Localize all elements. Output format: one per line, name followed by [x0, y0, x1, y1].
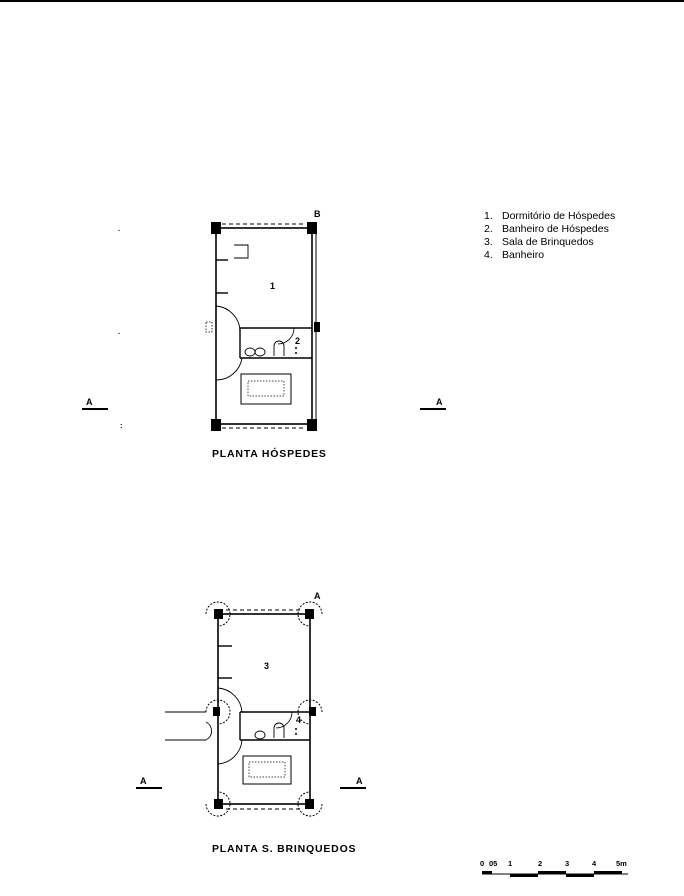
- plan-brinquedos-outline: [218, 614, 310, 804]
- scale-tick-label: 1: [508, 859, 512, 868]
- drain: [295, 347, 297, 349]
- section-cut-right: A: [356, 776, 363, 786]
- closet: [234, 245, 248, 258]
- scale-segment: [566, 874, 594, 877]
- section-mark: A: [314, 591, 321, 601]
- scale-bar: 0 05 1 2 3 4 5m: [480, 859, 628, 877]
- column: [307, 222, 317, 234]
- tick-mark: .: [118, 224, 120, 233]
- section-cut-left: A: [140, 776, 147, 786]
- scale-segment: [538, 871, 566, 874]
- plan-brinquedos: 3 4 A A A: [136, 591, 366, 816]
- legend-label: Banheiro: [502, 249, 544, 261]
- sink: [274, 723, 284, 738]
- room-number-4: 4: [296, 715, 301, 725]
- legend-item: 4.Banheiro: [484, 249, 615, 262]
- plan-hospedes-outline: [216, 228, 312, 424]
- legend-number: 4.: [484, 249, 502, 262]
- drain: [295, 352, 297, 354]
- door-swing: [276, 712, 292, 728]
- section-mark: B: [314, 209, 321, 219]
- table-inner: [249, 762, 285, 777]
- scale-segment: [594, 871, 622, 874]
- legend-label: Banheiro de Hóspedes: [502, 223, 609, 235]
- drain: [295, 728, 297, 730]
- scale-tick-label: 4: [592, 859, 597, 868]
- drain: [295, 733, 297, 735]
- bed: [241, 374, 291, 404]
- plan-hospedes: 1 2 B . . : A A: [82, 209, 446, 431]
- column: [211, 419, 221, 431]
- room-legend: 1.Dormitório de Hóspedes 2.Banheiro de H…: [484, 210, 615, 262]
- column: [307, 419, 317, 431]
- scale-tick-label: 0: [480, 859, 484, 868]
- column: [314, 322, 320, 332]
- legend-item: 2.Banheiro de Hóspedes: [484, 223, 615, 236]
- toilet: [255, 731, 265, 739]
- section-cut-left: A: [86, 397, 93, 407]
- legend-label: Sala de Brinquedos: [502, 236, 594, 248]
- column-dashed: [206, 322, 212, 332]
- door-swing: [206, 722, 212, 740]
- room-number-3: 3: [264, 661, 269, 671]
- toilet: [245, 348, 255, 356]
- door-swing: [218, 688, 242, 712]
- door-swing: [218, 740, 242, 764]
- bidet: [255, 348, 265, 356]
- door-swing: [216, 306, 240, 330]
- room-number-2: 2: [295, 336, 300, 346]
- legend-number: 1.: [484, 210, 502, 223]
- scale-segment: [510, 874, 538, 877]
- scale-tick-label: 5m: [616, 859, 627, 868]
- room-number-1: 1: [270, 281, 275, 291]
- table: [243, 756, 291, 784]
- scale-tick-label: 05: [489, 859, 497, 868]
- legend-number: 3.: [484, 236, 502, 249]
- legend-item: 3.Sala de Brinquedos: [484, 236, 615, 249]
- column: [211, 222, 221, 234]
- legend-item: 1.Dormitório de Hóspedes: [484, 210, 615, 223]
- legend-number: 2.: [484, 223, 502, 236]
- door-swing: [216, 358, 242, 380]
- legend-label: Dormitório de Hóspedes: [502, 210, 615, 222]
- section-cut-right: A: [436, 397, 443, 407]
- tick-mark: :: [120, 421, 123, 430]
- tick-mark: .: [118, 327, 120, 336]
- scale-tick-label: 3: [565, 859, 569, 868]
- scale-segment: [482, 871, 492, 874]
- bed-inner: [248, 381, 284, 396]
- plan-title-brinquedos: PLANTA S. BRINQUEDOS: [212, 843, 356, 855]
- scale-tick-label: 2: [538, 859, 542, 868]
- plan-title-hospedes: PLANTA HÓSPEDES: [212, 447, 327, 460]
